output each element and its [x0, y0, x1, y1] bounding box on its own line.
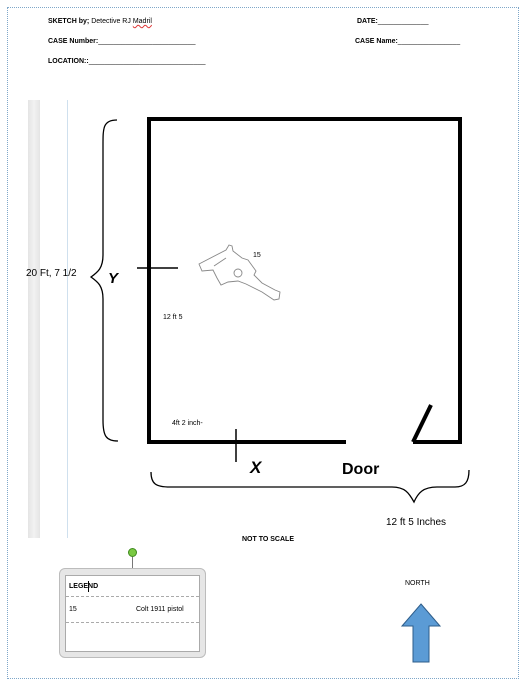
- not-to-scale-label: NOT TO SCALE: [242, 536, 294, 543]
- rotate-handle[interactable]: [128, 548, 137, 557]
- case-name-blank: ________________: [397, 38, 461, 45]
- legend-row-id: 15: [69, 606, 77, 613]
- legend-row-description: Colt 1911 pistol: [136, 606, 184, 613]
- location-label: LOCATION::: [48, 58, 89, 65]
- text-cursor: [88, 581, 89, 592]
- case-name-label: CASE Name:: [355, 38, 398, 45]
- x-measure-text: 4ft 2 inch-: [172, 420, 203, 427]
- north-label: NORTH: [405, 580, 430, 587]
- y-measure-text: 12 ft 5: [163, 314, 183, 321]
- case-number-field[interactable]: CASE Number:_________________________: [48, 38, 196, 45]
- margin-guide-line: [67, 100, 68, 538]
- case-number-blank: _________________________: [98, 38, 196, 45]
- evidence-number: 15: [253, 252, 261, 259]
- door-swing-line: [411, 404, 433, 443]
- height-brace: [89, 119, 119, 442]
- height-dimension: 20 Ft, 7 1/2: [26, 268, 77, 279]
- sketch-by-value: Detective RJ: [91, 18, 131, 25]
- case-name-field[interactable]: CASE Name:________________: [355, 38, 460, 45]
- vertical-ruler[interactable]: [28, 100, 40, 538]
- date-field[interactable]: DATE:_____________: [357, 18, 429, 25]
- north-arrow-icon[interactable]: [400, 602, 442, 664]
- x-axis-label: X: [250, 458, 262, 477]
- page-margin-border: [7, 7, 519, 679]
- legend-header-row: LEGEND: [66, 576, 199, 597]
- date-blank: _____________: [377, 18, 429, 25]
- pistol-icon: [198, 244, 281, 301]
- table-row[interactable]: 15 Colt 1911 pistol: [66, 597, 199, 623]
- case-number-label: CASE Number:: [48, 38, 99, 45]
- sketch-by-label: SKETCH by;: [48, 18, 90, 25]
- room-walls: [147, 117, 462, 444]
- legend-title: LEGEND: [69, 583, 99, 590]
- rotate-handle-stem: [132, 557, 133, 569]
- y-axis-label: Y: [108, 270, 119, 287]
- location-blank: ______________________________: [88, 58, 206, 65]
- legend-table[interactable]: LEGEND 15 Colt 1911 pistol: [65, 575, 200, 652]
- table-row[interactable]: [66, 623, 199, 651]
- width-dimension: 12 ft 5 Inches: [386, 517, 447, 528]
- date-label: DATE:: [357, 18, 378, 25]
- door-label: Door: [342, 461, 380, 478]
- width-brace: [150, 469, 470, 504]
- location-field[interactable]: LOCATION::______________________________: [48, 58, 206, 65]
- sketch-by-field[interactable]: SKETCH by; Detective RJ Madril: [48, 18, 152, 25]
- sketch-by-name: Madril: [132, 18, 152, 25]
